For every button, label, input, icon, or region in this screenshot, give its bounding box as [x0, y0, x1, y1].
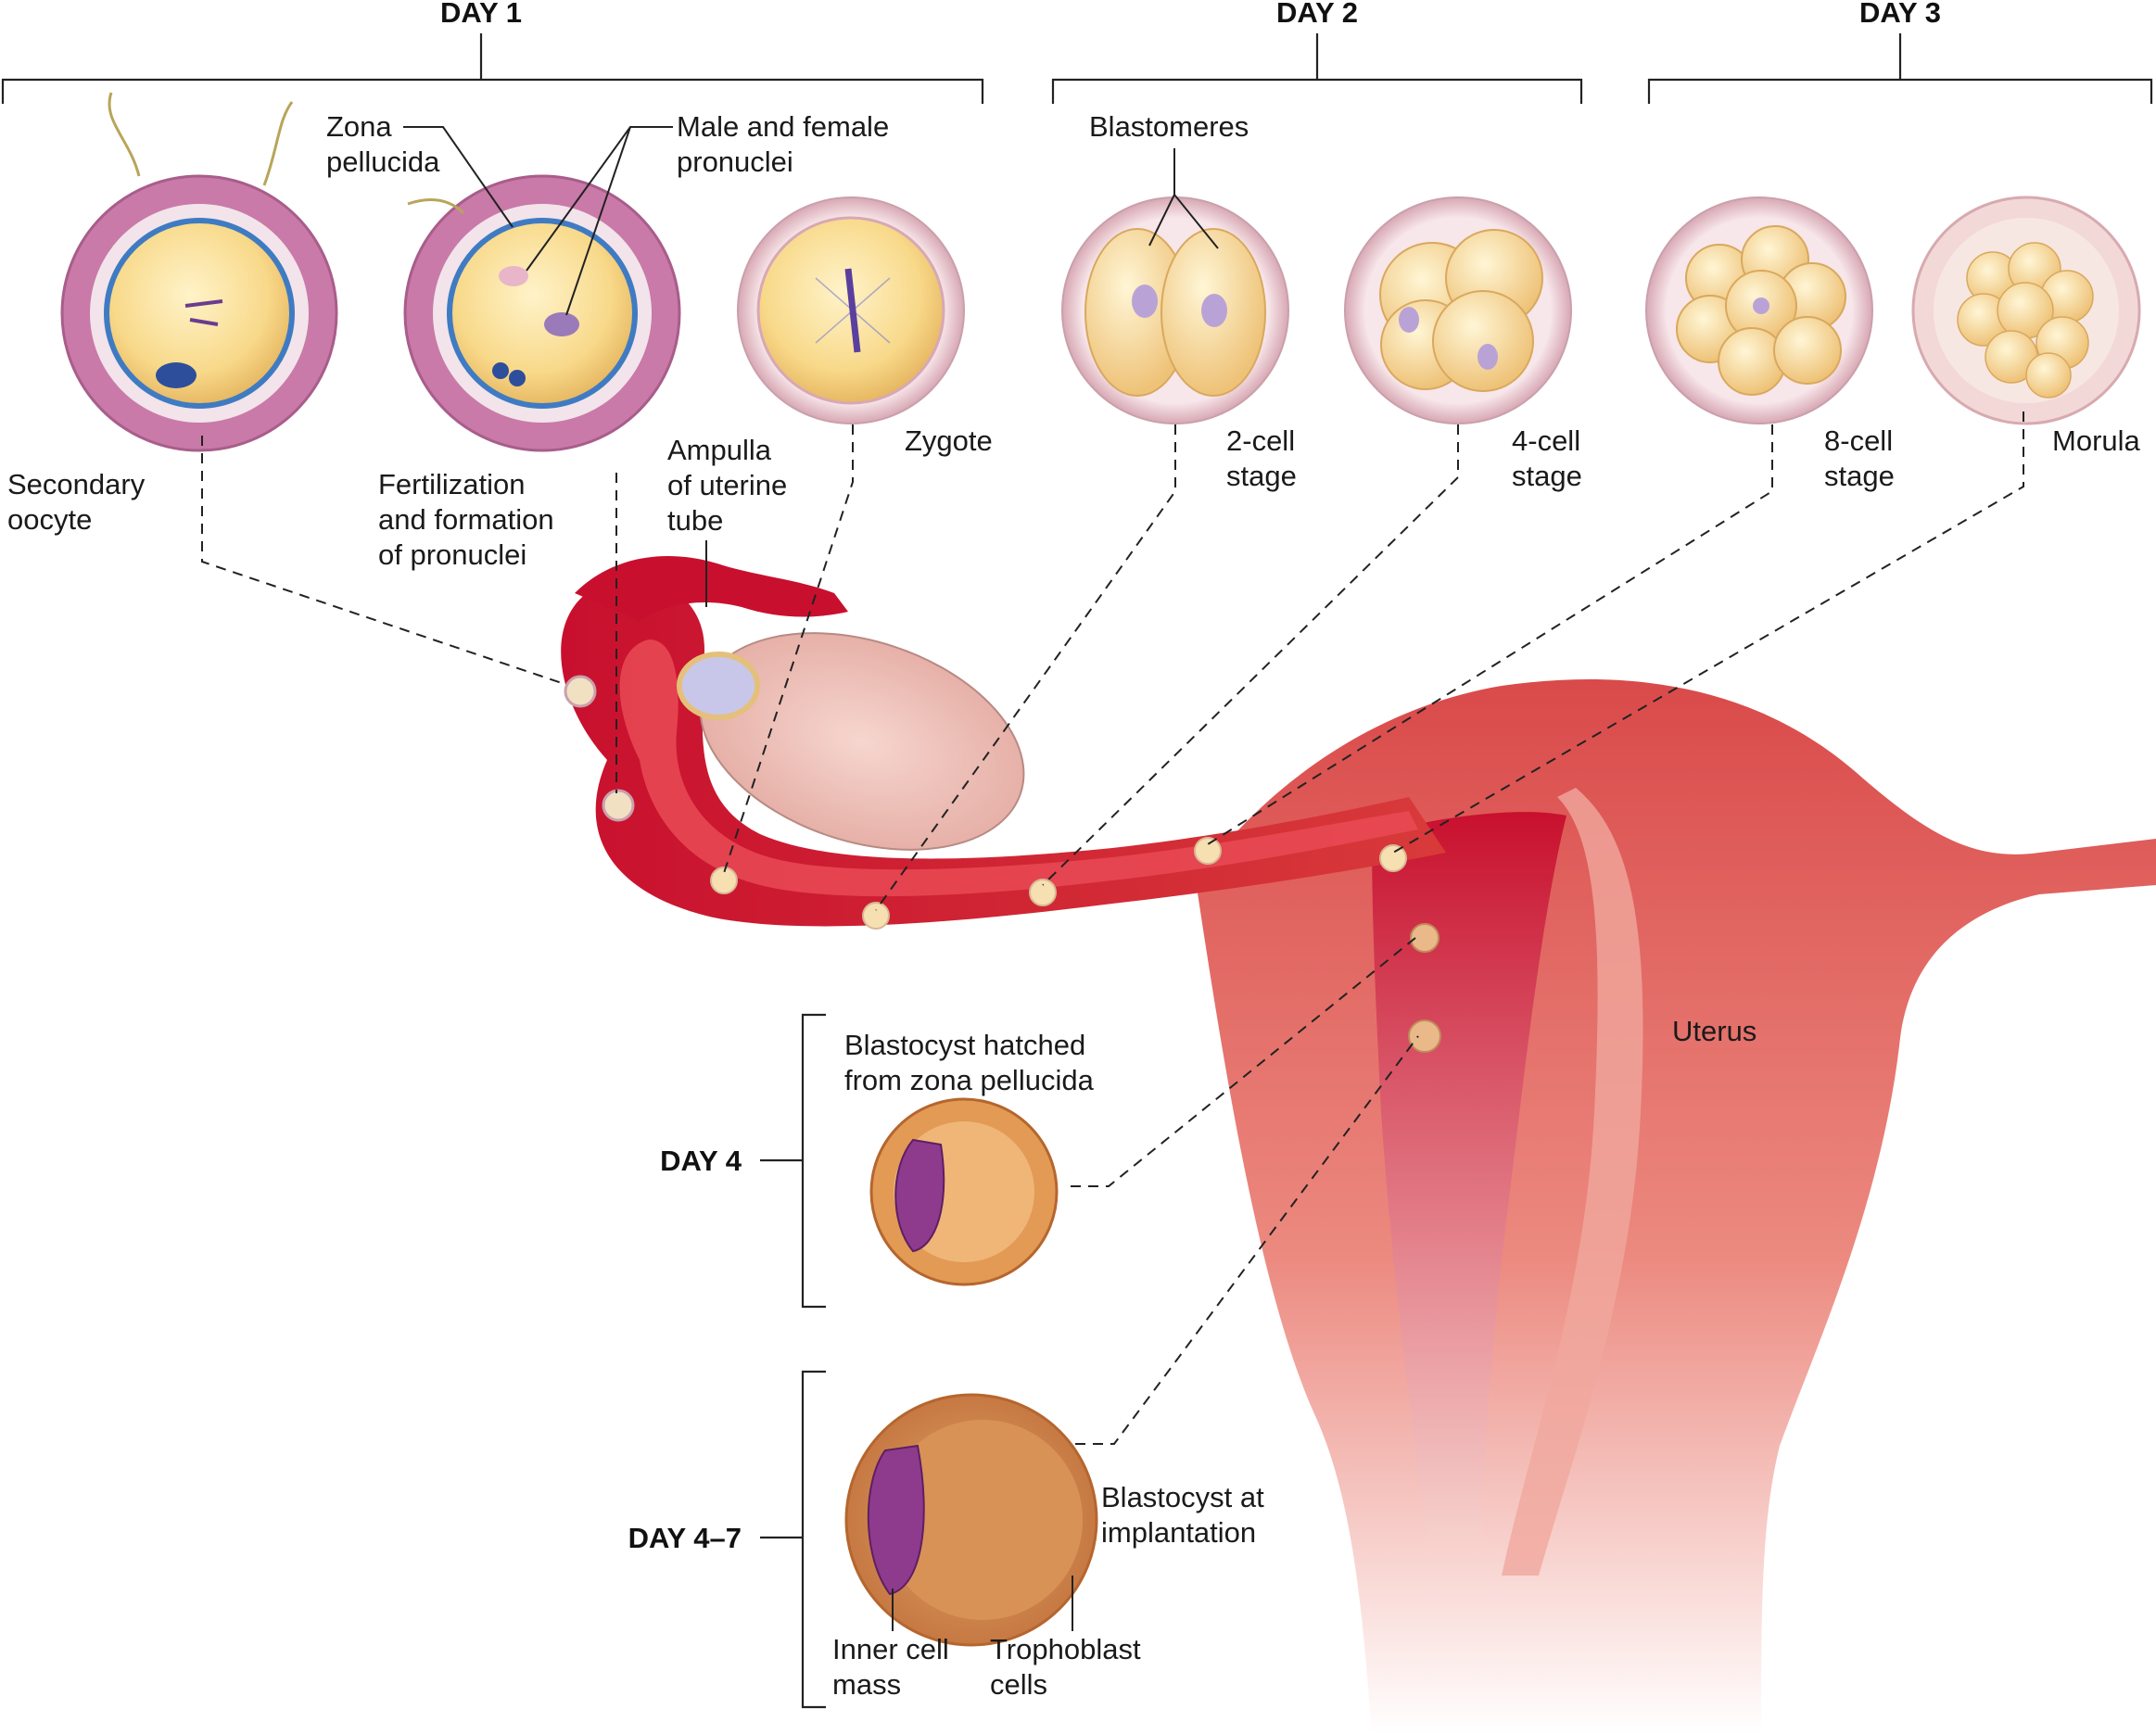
four-cell-label-1: 4-cell: [1512, 424, 1580, 457]
day4-label: DAY 4: [660, 1145, 742, 1177]
ampulla-label-1: Ampulla: [667, 434, 772, 466]
day3-label: DAY 3: [1859, 0, 1941, 29]
ampulla-label-3: tube: [667, 504, 723, 537]
trophoblast-label-1: Trophoblast: [990, 1633, 1141, 1665]
pronuclei-label-2: pronuclei: [677, 146, 793, 178]
inner-cell-mass-label-1: Inner cell: [832, 1633, 949, 1665]
label-leader-lines: [403, 126, 1219, 1631]
text-labels: Zona pellucida Male and female pronuclei…: [7, 110, 2141, 1701]
morula-illustration: [1911, 196, 2141, 425]
day4to7-label: DAY 4–7: [628, 1522, 742, 1554]
secondary-oocyte-label-2: oocyte: [7, 503, 92, 536]
four-cell-illustration: [1344, 196, 1572, 424]
eight-cell-label-2: stage: [1824, 460, 1895, 492]
eight-cell-label-1: 8-cell: [1824, 424, 1893, 457]
eight-cell-illustration: [1645, 196, 1873, 424]
fertilization-label-1: Fertilization: [378, 468, 526, 500]
ovarian-follicle: [677, 652, 760, 720]
day3-bracket: DAY 3: [1647, 0, 2153, 104]
day1-label: DAY 1: [440, 0, 522, 29]
uterus-label: Uterus: [1672, 1015, 1757, 1047]
zona-pellucida-label-2: pellucida: [326, 146, 440, 178]
uterus-illustration: [561, 556, 2156, 1734]
day2-label: DAY 2: [1276, 0, 1358, 29]
implantation-label-2: implantation: [1101, 1516, 1256, 1549]
implantation-blastocyst-illustration: [844, 1393, 1098, 1647]
uterine-cavity: [1372, 812, 1566, 1538]
fertilization-illustration: [403, 174, 681, 452]
fimbriae: [575, 556, 848, 621]
day4-bracket: DAY 4: [660, 1013, 826, 1309]
fertilization-label-2: and formation: [378, 503, 554, 536]
hatched-blastocyst-label-1: Blastocyst hatched: [844, 1029, 1085, 1061]
secondary-oocyte-label-1: Secondary: [7, 468, 146, 500]
hatched-blastocyst-illustration: [869, 1097, 1059, 1286]
trophoblast-label-2: cells: [990, 1668, 1047, 1701]
two-cell-illustration: [1061, 196, 1289, 424]
secondary-oocyte-illustration: [60, 92, 338, 452]
implantation-label-1: Blastocyst at: [1101, 1481, 1264, 1513]
zona-pellucida-label-1: Zona: [326, 110, 392, 143]
day2-bracket: DAY 2: [1051, 0, 1583, 104]
uterine-tube: [561, 577, 1446, 927]
dashed-leader-lines: [201, 411, 2024, 1445]
day4to7-bracket: DAY 4–7: [628, 1370, 826, 1709]
fertilization-label-3: of pronuclei: [378, 538, 526, 571]
day1-bracket: DAY 1: [1, 0, 984, 104]
two-cell-label-2: stage: [1226, 460, 1297, 492]
morula-label: Morula: [2052, 424, 2141, 457]
ampulla-label-2: of uterine: [667, 469, 787, 501]
hatched-blastocyst-label-2: from zona pellucida: [844, 1064, 1095, 1096]
pronuclei-label-1: Male and female: [677, 110, 889, 143]
four-cell-label-2: stage: [1512, 460, 1582, 492]
inner-cell-mass-label-2: mass: [832, 1668, 901, 1701]
two-cell-label-1: 2-cell: [1226, 424, 1295, 457]
tube-embryo-markers: [564, 675, 1441, 1053]
zygote-label: Zygote: [905, 424, 993, 457]
blastomeres-label: Blastomeres: [1089, 110, 1249, 143]
zygote-illustration: [737, 196, 965, 424]
